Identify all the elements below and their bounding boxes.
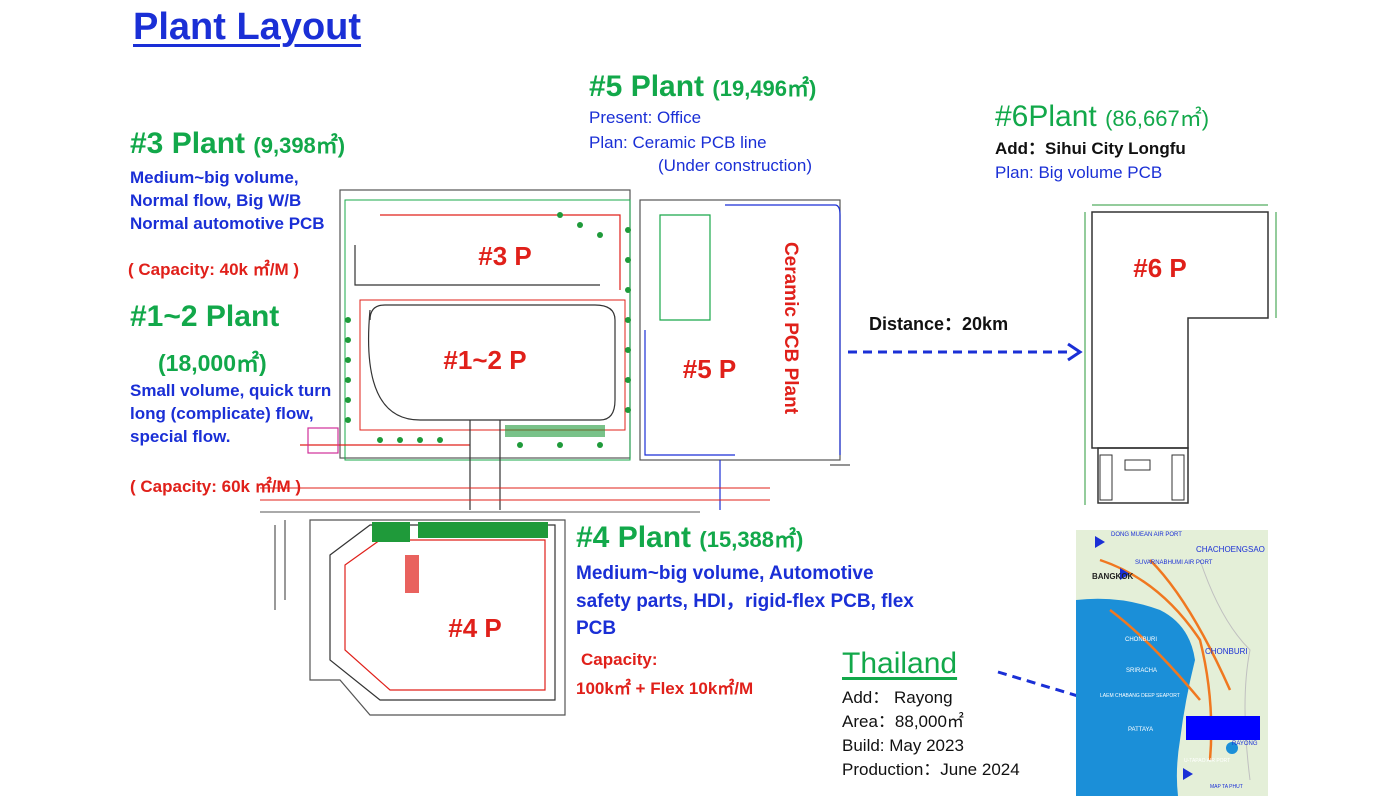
zone-label-plant3: #3 P [455, 236, 555, 276]
thailand-heading: Thailand [842, 647, 958, 680]
map-label-laem-chabang: LAEM CHABANG DEEP SEAPORT [1100, 693, 1180, 699]
map-label-pattaya: PATTAYA [1128, 727, 1154, 733]
map-label-map-ta-phut: MAP TA PHUT [1210, 784, 1243, 790]
plant3-heading: #3 Plant (9,398㎡) [130, 127, 346, 160]
distance-label: Distance：20km [869, 314, 1009, 334]
map-label-sriracha: SRIRACHA [1126, 668, 1158, 674]
thailand-production: Production：June 2024 [842, 760, 1020, 779]
page-title: Plant Layout [133, 6, 362, 48]
plant3-desc-line1: Medium~big volume, [130, 168, 299, 187]
zone-label-plant4: #4 P [415, 605, 535, 651]
plant5-plan: Plan: Ceramic PCB line [589, 133, 767, 152]
map-label-chachoengsao: CHACHOENGSAO [1196, 545, 1265, 554]
plant4-desc-line3: PCB [576, 618, 617, 639]
plant5-heading: #5 Plant (19,496㎡) [589, 70, 817, 103]
ceramic-pcb-plant-label: Ceramic PCB Plant [780, 241, 801, 415]
thailand-area: Area：88,000㎡ [842, 712, 964, 731]
thailand-map [1076, 530, 1268, 796]
thailand-address: Add： Rayong [842, 688, 953, 707]
green-blocks [372, 425, 605, 593]
plant6-address: Add：Sihui City Longfu [995, 139, 1186, 158]
map-label-u-tapao: U-TAPAO AIR PORT [1184, 758, 1231, 764]
rayong-site-marker [1186, 716, 1260, 740]
plant12-area: (18,000㎡) [158, 350, 267, 376]
plant4-desc-line1: Medium~big volume, Automotive [576, 563, 874, 584]
map-label-suvarnabhumi: SUVARNABHUMI AIR PORT [1135, 560, 1213, 566]
plant12-desc-line3: special flow. [130, 427, 231, 446]
plant6-plan: Plan: Big volume PCB [995, 163, 1163, 182]
map-label-bangkok: BANGKOK [1092, 572, 1134, 581]
map-label-rayong: RAYONG [1232, 741, 1258, 747]
plant5-plan-note: (Under construction) [658, 156, 813, 175]
plant3-capacity: ( Capacity: 40k ㎡/M ) [128, 260, 299, 279]
zone-label-plant6: #6 P [1133, 252, 1187, 283]
zone-label-plant5: #5 P [652, 338, 767, 400]
plant6-outline [1091, 211, 1269, 449]
map-label-dong-muean: DONG MUEAN AIR PORT [1111, 532, 1182, 538]
plant6-heading: #6Plant (86,667㎡) [995, 100, 1210, 133]
plant3-desc-line3: Normal automotive PCB [130, 214, 325, 233]
plant4-heading: #4 Plant (15,388㎡) [576, 521, 804, 554]
thailand-build: Build: May 2023 [842, 736, 964, 755]
plant4-capacity: 100k㎡ + Flex 10k㎡/M [576, 679, 754, 698]
plant12-capacity: ( Capacity: 60k ㎡/M ) [130, 477, 301, 496]
plant12-heading: #1~2 Plant [130, 300, 280, 333]
plant3-desc-line2: Normal flow, Big W/B [130, 191, 302, 210]
zone-label-plant12: #1~2 P [390, 320, 580, 400]
tree-markers [345, 212, 631, 448]
plant5-present: Present: Office [589, 108, 702, 127]
plant12-desc-line1: Small volume, quick turn [130, 381, 332, 400]
plant12-desc-line2: long (complicate) flow, [130, 404, 314, 423]
plant4-capacity-label: Capacity: [581, 650, 658, 669]
map-label-chonburi-city: CHONBURI [1125, 637, 1158, 643]
plant4-desc-line2: safety parts, HDI，rigid-flex PCB, flex [576, 591, 914, 612]
map-label-chonburi: CHONBURI [1205, 647, 1248, 656]
